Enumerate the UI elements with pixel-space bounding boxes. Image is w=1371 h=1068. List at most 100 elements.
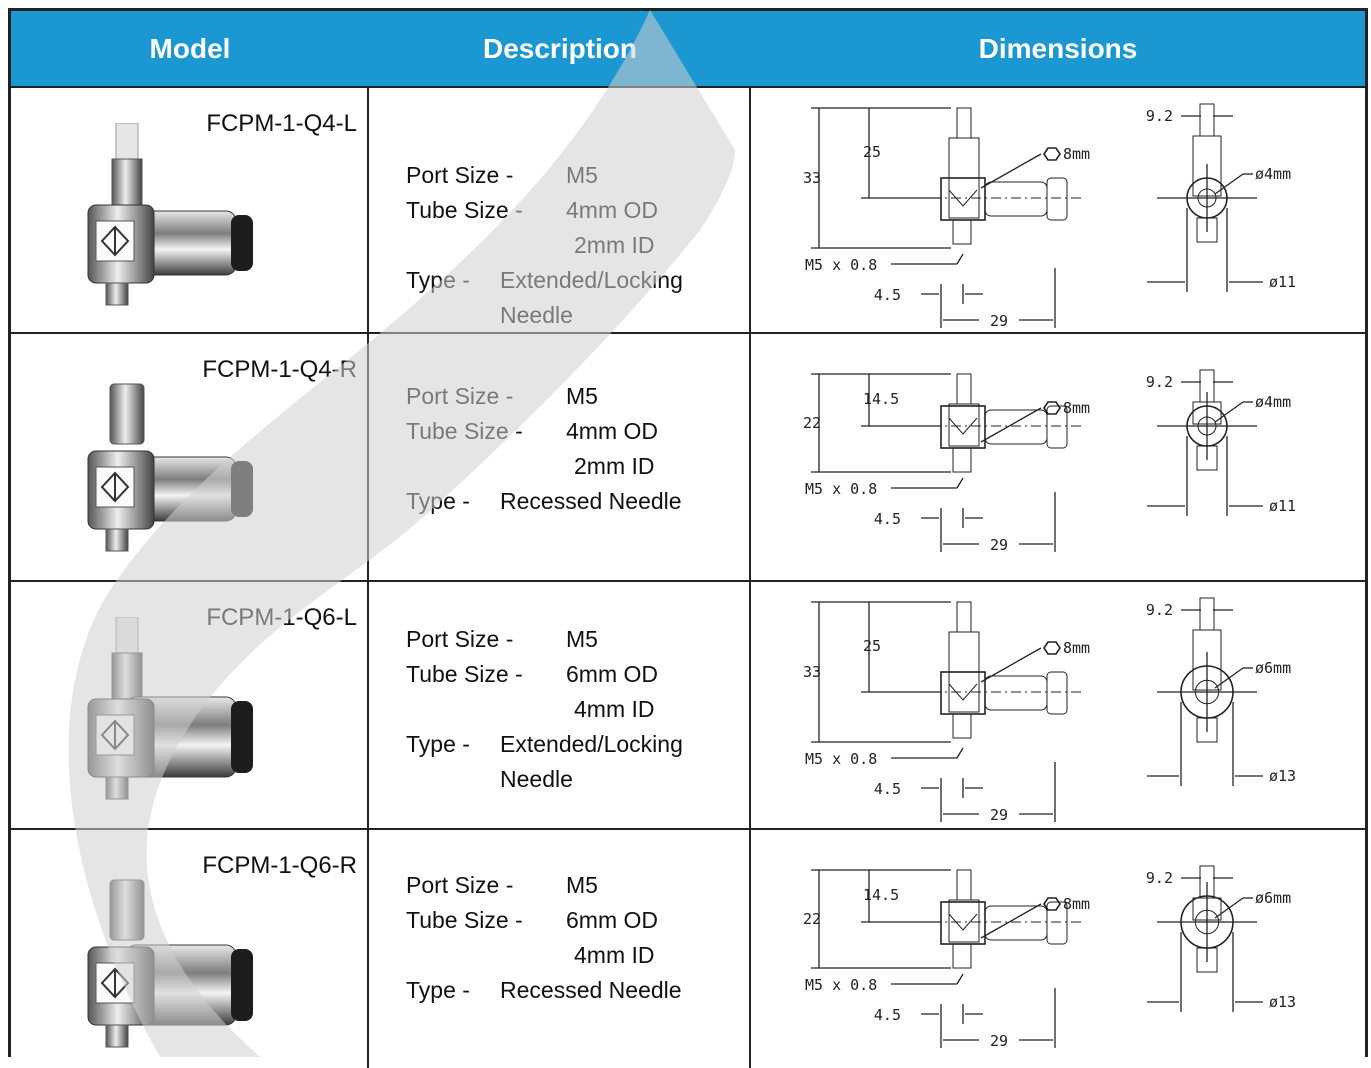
dimension-label: 9.2 [1146, 107, 1173, 125]
dimension-line [980, 647, 1042, 683]
type-label: Type - [406, 488, 470, 514]
collet-outline [1046, 671, 1068, 715]
table-row: FCPM-1-Q6-R Port Size -M5 Tube Size -6mm… [11, 828, 1365, 1068]
tube-collet [231, 461, 253, 517]
dimension-line [956, 253, 964, 265]
body-outline [984, 675, 1048, 711]
dimension-label: 33 [803, 663, 821, 681]
dimension-label: 8mm [1063, 895, 1090, 913]
dimension-line [1214, 667, 1244, 689]
collet-outline [1046, 405, 1068, 449]
dimension-line [1214, 173, 1244, 195]
tube-id-value: 2mm ID [574, 453, 655, 479]
port-size-value: M5 [566, 872, 598, 898]
dimension-line [1214, 401, 1244, 423]
side-stem [1199, 103, 1215, 137]
product-photo [87, 879, 253, 1048]
dimension-label: 14.5 [863, 390, 899, 408]
dimension-label: ø4mm [1255, 165, 1291, 183]
flow-symbol [948, 417, 978, 435]
tube-od-value: 6mm OD [566, 661, 658, 687]
stem-outline [948, 899, 980, 943]
dimension-label: 4.5 [874, 510, 901, 528]
block-outline [940, 901, 986, 945]
table-row: FCPM-1-Q4-L Port Size -M5 Tube Size -4mm… [11, 86, 1365, 332]
dimension-label: 29 [990, 806, 1008, 824]
block-outline [940, 405, 986, 449]
model-cell: FCPM-1-Q4-L [11, 88, 369, 332]
header-dimensions: Dimensions [978, 32, 1138, 64]
description-text: Port Size -M5 Tube Size -4mm OD 2mm ID T… [406, 158, 683, 333]
thread-outline [952, 943, 972, 969]
dimension-label: 29 [990, 536, 1008, 554]
block-outline [940, 177, 986, 221]
type-value-cont: Needle [500, 766, 573, 792]
dimension-label: 22 [803, 414, 821, 432]
tube-size-label: Tube Size - [406, 907, 523, 933]
product-photo [87, 617, 253, 800]
tube-collet [231, 949, 253, 1021]
dimension-label: M5 x 0.8 [805, 976, 877, 994]
product-table: Model Description Dimensions FCPM-1-Q4-L… [8, 8, 1368, 1068]
dimension-label: 25 [863, 637, 881, 655]
description-cell: Port Size -M5 Tube Size -4mm OD 2mm ID T… [369, 334, 751, 580]
dimension-label: 4.5 [874, 1006, 901, 1024]
type-label: Type - [406, 267, 470, 293]
dimension-label: ø13 [1269, 767, 1296, 785]
dimension-label: 8mm [1063, 399, 1090, 417]
thread [105, 776, 129, 800]
thread-outline [952, 219, 972, 245]
body-outline [984, 181, 1048, 217]
stem-outline [956, 869, 972, 901]
product-photo [87, 383, 253, 552]
type-value: Extended/Locking [500, 267, 683, 293]
stem [111, 158, 143, 212]
stem-outline [956, 107, 972, 139]
dimension-label: 4.5 [874, 780, 901, 798]
hex-icon [1043, 147, 1061, 161]
thread [105, 528, 129, 552]
port-size-value: M5 [566, 626, 598, 652]
type-value: Recessed Needle [500, 977, 682, 1003]
tube-size-label: Tube Size - [406, 418, 523, 444]
description-text: Port Size -M5 Tube Size -6mm OD 4mm ID T… [406, 622, 683, 797]
port-size-label: Port Size - [406, 383, 514, 409]
model-cell: FCPM-1-Q4-R [11, 334, 369, 580]
tube-size-label: Tube Size - [406, 661, 523, 687]
dimension-label: 29 [990, 1032, 1008, 1050]
description-text: Port Size -M5 Tube Size -6mm OD 4mm ID T… [406, 868, 682, 1008]
model-cell: FCPM-1-Q6-L [11, 582, 369, 828]
dimension-label: 25 [863, 143, 881, 161]
thread-outline [952, 447, 972, 473]
dimension-label: ø6mm [1255, 659, 1291, 677]
body-outline [984, 905, 1048, 941]
block-outline [940, 671, 986, 715]
stem [109, 383, 145, 445]
dimension-line [980, 153, 1042, 189]
stem-outline [956, 373, 972, 405]
thread-outline [952, 713, 972, 739]
type-value-cont: Needle [500, 302, 573, 328]
dimension-label: 9.2 [1146, 601, 1173, 619]
dimension-label: 33 [803, 169, 821, 187]
hex-icon [1043, 401, 1061, 415]
port-size-label: Port Size - [406, 872, 514, 898]
tube-collet [231, 701, 253, 773]
type-label: Type - [406, 731, 470, 757]
port-size-label: Port Size - [406, 162, 514, 188]
model-cell: FCPM-1-Q6-R [11, 830, 369, 1068]
tube-od-value: 4mm OD [566, 197, 658, 223]
header-model: Model [149, 32, 231, 64]
dimension-line [980, 903, 1042, 939]
hex-icon [1043, 641, 1061, 655]
body-outline [984, 409, 1048, 445]
side-stem [1199, 597, 1215, 631]
dimension-label: ø11 [1269, 273, 1296, 291]
type-label: Type - [406, 977, 470, 1003]
tube-id-value: 4mm ID [574, 696, 655, 722]
